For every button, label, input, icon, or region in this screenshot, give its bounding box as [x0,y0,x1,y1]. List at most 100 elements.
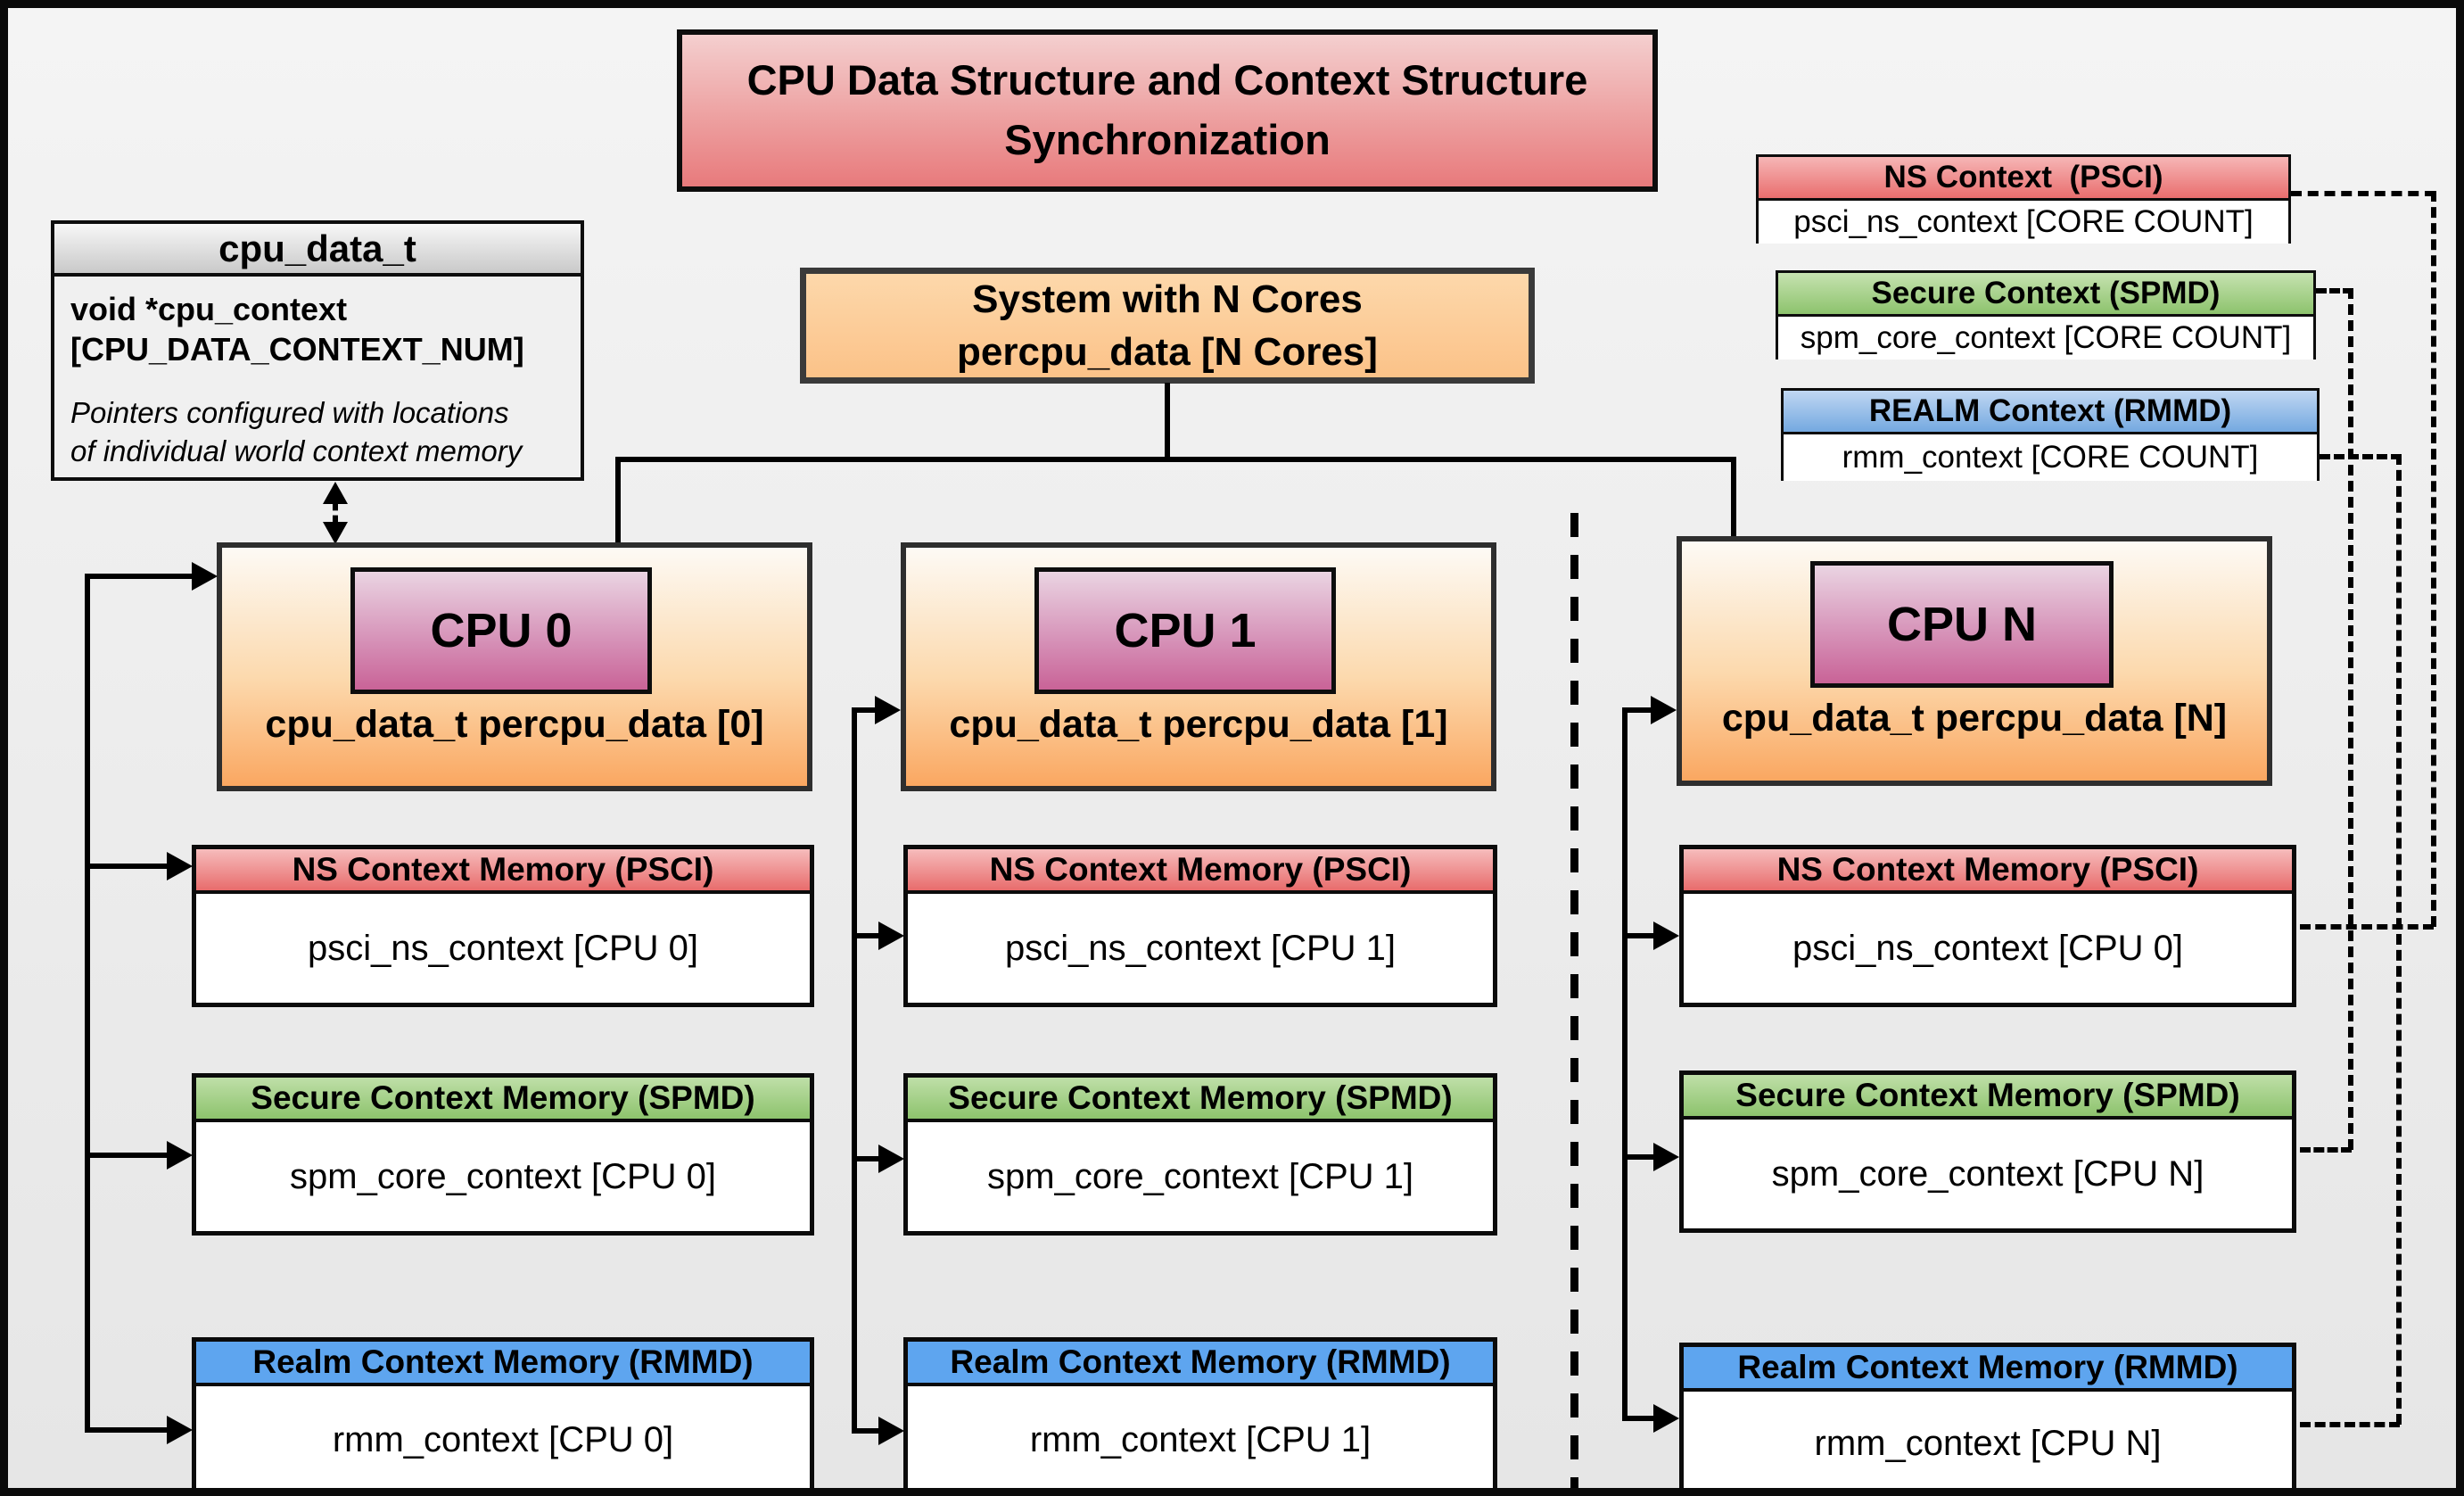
cpu-data-t-body: void *cpu_context [CPU_DATA_CONTEXT_NUM]… [54,277,581,471]
cpuN-realm-arrow-line [1622,1416,1654,1421]
cpu0-ns-memory-box: NS Context Memory (PSCI) psci_ns_context… [192,845,814,1007]
cpu0-realm-memory-header: Realm Context Memory (RMMD) [196,1342,810,1386]
cpu0-secure-arrow-line [85,1153,169,1158]
cpu0-pointer-trunk-line [85,574,90,1433]
cpu0-ns-memory-header: NS Context Memory (PSCI) [196,849,810,894]
cpu-data-t-note-line2: of individual world context memory [70,434,523,467]
cpu1-ns-memory-header: NS Context Memory (PSCI) [908,849,1493,894]
arrowhead-right-icon [1653,1404,1679,1433]
cpuN-box-arrow-line [1622,707,1652,713]
arrowhead-right-icon [1653,922,1679,950]
cpu1-realm-memory-value: rmm_context [CPU 1] [908,1386,1493,1488]
cpuN-secure-memory-value: spm_core_context [CPU N] [1684,1120,2292,1228]
cpu0-box-arrow-line [85,574,194,579]
legend-realm-header: REALM Context (RMMD) [1784,391,2317,434]
cpu0-box: CPU 0 cpu_data_t percpu_data [0] [217,542,812,791]
arrowhead-right-icon [878,922,904,950]
cpu1-data-text: cpu_data_t percpu_data [1] [949,703,1448,746]
cpu1-realm-memory-header: Realm Context Memory (RMMD) [908,1342,1493,1386]
system-box-line2: percpu_data [N Cores] [957,330,1378,374]
cpu0-secure-memory-header: Secure Context Memory (SPMD) [196,1078,810,1122]
cpuN-realm-memory-box: Realm Context Memory (RMMD) rmm_context … [1679,1343,2296,1488]
cpu1-secure-memory-box: Secure Context Memory (SPMD) spm_core_co… [903,1073,1497,1236]
cpu1-box: CPU 1 cpu_data_t percpu_data [1] [901,542,1496,791]
cpu0-realm-arrow-line [85,1427,169,1433]
cpuN-ns-memory-value: psci_ns_context [CPU 0] [1684,894,2292,1003]
cpu1-ns-memory-value: psci_ns_context [CPU 1] [908,894,1493,1003]
cpu-data-t-field-line2: [CPU_DATA_CONTEXT_NUM] [70,331,524,368]
system-bus-drop-line [1165,383,1170,459]
arrowhead-right-icon [1653,1143,1679,1171]
bus-drop-cpu0-line [615,457,621,543]
legend-ns-value: psci_ns_context [CORE COUNT] [1759,201,2288,244]
cpuN-box: CPU N cpu_data_t percpu_data [N] [1677,536,2272,786]
realm-legend-dashed-connector [2320,454,2402,459]
legend-secure-value: spm_core_context [CORE COUNT] [1778,317,2313,360]
cpu1-pointer-trunk-line [852,707,857,1434]
cpuN-data-text: cpu_data_t percpu_data [N] [1721,697,2228,740]
cpu-data-t-cpu0-dashed-link [333,501,338,525]
cpu-data-t-note-line1: Pointers configured with locations [70,396,509,429]
legend-ns-box: NS Context (PSCI) psci_ns_context [CORE … [1756,154,2291,244]
ns-legend-dashed-connector [2291,191,2435,196]
cpuN-ns-memory-box: NS Context Memory (PSCI) psci_ns_context… [1679,845,2296,1007]
system-box-line1: System with N Cores [972,277,1363,321]
cpu1-label: CPU 1 [1034,567,1336,694]
cpuN-realm-memory-header: Realm Context Memory (RMMD) [1684,1347,2292,1392]
cpuN-secure-arrow-line [1622,1154,1654,1160]
cpu0-data-text: cpu_data_t percpu_data [0] [265,703,764,746]
legend-realm-box: REALM Context (RMMD) rmm_context [CORE C… [1781,388,2320,481]
cpuN-ns-arrow-line [1622,933,1654,938]
cpu0-realm-memory-box: Realm Context Memory (RMMD) rmm_context … [192,1337,814,1488]
ns-legend-dashed-connector [2431,191,2436,927]
arrowhead-right-icon [167,1416,193,1444]
arrowhead-right-icon [878,1417,904,1445]
arrowhead-right-icon [875,696,901,724]
cpuN-ns-memory-header: NS Context Memory (PSCI) [1684,849,2292,894]
realm-legend-dashed-connector [2300,1422,2400,1427]
legend-realm-value: rmm_context [CORE COUNT] [1784,434,2317,481]
diagram-title-line1: CPU Data Structure and Context Structure [746,56,1588,104]
system-box: System with N Cores percpu_data [N Cores… [800,268,1535,384]
arrowhead-up-icon [323,482,348,504]
cpu0-secure-memory-box: Secure Context Memory (SPMD) spm_core_co… [192,1073,814,1236]
diagram-title-box: CPU Data Structure and Context Structure… [677,29,1658,192]
cpu0-ns-memory-value: psci_ns_context [CPU 0] [196,894,810,1003]
cpu-data-t-header: cpu_data_t [54,224,581,277]
cpuN-secure-memory-box: Secure Context Memory (SPMD) spm_core_co… [1679,1070,2296,1233]
arrowhead-right-icon [167,1141,193,1170]
realm-legend-dashed-connector [2396,454,2402,1425]
system-bus-line [615,457,1736,462]
cpu1-secure-memory-header: Secure Context Memory (SPMD) [908,1078,1493,1122]
cpu0-realm-memory-value: rmm_context [CPU 0] [196,1386,810,1488]
cpuN-secure-memory-header: Secure Context Memory (SPMD) [1684,1075,2292,1120]
diagram-title-line2: Synchronization [1004,116,1331,163]
legend-secure-header: Secure Context (SPMD) [1778,273,2313,317]
cpuN-label: CPU N [1810,561,2114,688]
cpuN-pointer-trunk-line [1622,707,1628,1421]
cpu1-box-arrow-line [852,707,877,713]
arrowhead-right-icon [878,1145,904,1173]
arrowhead-down-icon [323,522,348,544]
arrowhead-right-icon [1651,696,1677,724]
cpu-data-t-field-line1: void *cpu_context [70,291,348,327]
cpu-data-t-box: cpu_data_t void *cpu_context [CPU_DATA_C… [51,220,584,481]
legend-ns-header: NS Context (PSCI) [1759,157,2288,201]
secure-legend-dashed-connector [2348,288,2353,1150]
secure-legend-dashed-connector [2316,288,2353,293]
cpu1-secure-arrow-line [852,1156,880,1161]
cpuN-realm-memory-value: rmm_context [CPU N] [1684,1392,2292,1488]
cpu1-realm-arrow-line [852,1428,880,1434]
cpu0-secure-memory-value: spm_core_context [CPU 0] [196,1122,810,1231]
cpu0-label: CPU 0 [350,567,652,694]
column-separator-dashed-line [1570,513,1578,1488]
cpu0-ns-arrow-line [85,864,169,869]
cpu1-secure-memory-value: spm_core_context [CPU 1] [908,1122,1493,1231]
cpu1-realm-memory-box: Realm Context Memory (RMMD) rmm_context … [903,1337,1497,1488]
arrowhead-right-icon [192,562,218,591]
bus-drop-cpuN-line [1731,457,1736,537]
ns-legend-dashed-connector [2300,924,2434,930]
cpu1-ns-memory-box: NS Context Memory (PSCI) psci_ns_context… [903,845,1497,1007]
arrowhead-right-icon [167,852,193,880]
